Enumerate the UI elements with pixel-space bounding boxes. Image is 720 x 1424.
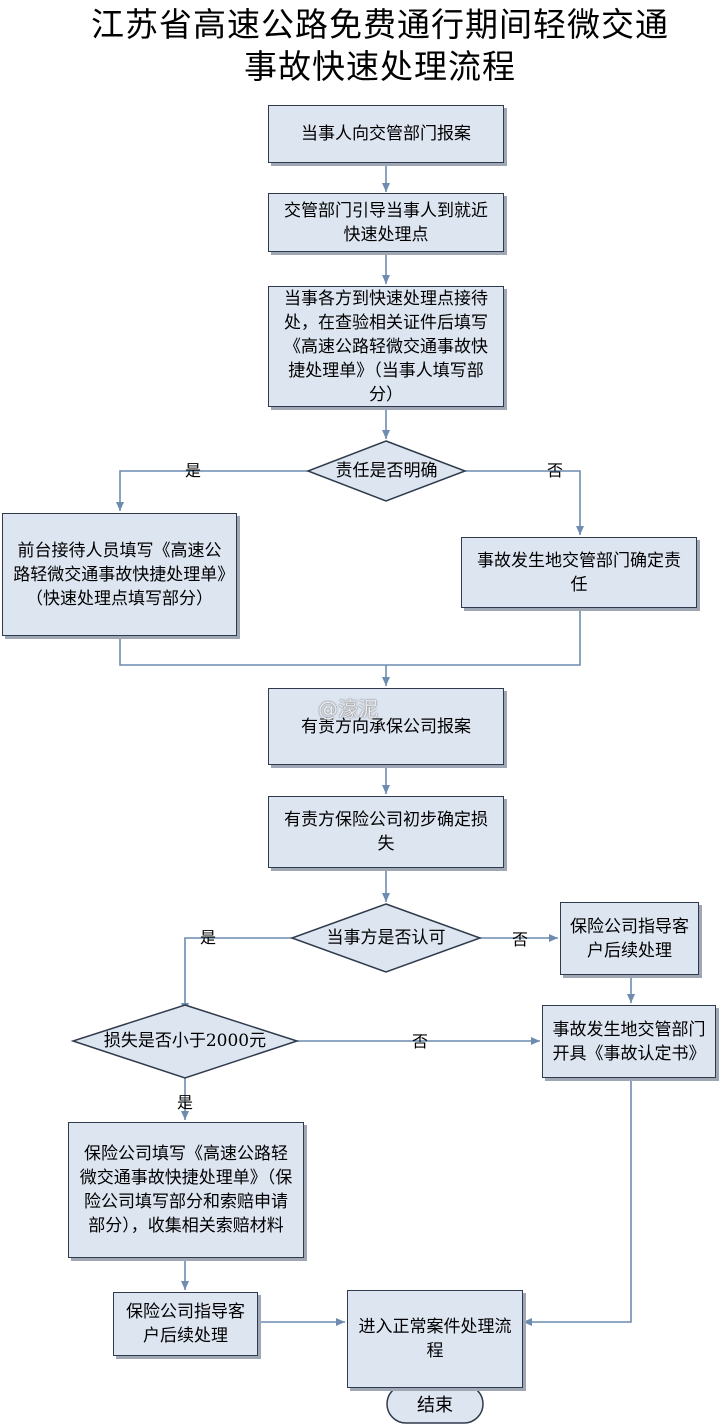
decision-diamond-loss [70,1004,300,1079]
step-insurer-fill: 保险公司填写《高速公路轻微交通事故快捷处理单》（保险公司填写部分和索赔申请部分）… [68,1122,304,1258]
label-no-liability: 否 [547,461,564,480]
watermark: @濠泥 [318,697,378,721]
step-front-desk: 前台接待人员填写《高速公路轻微交通事故快捷处理单》（快速处理点填写部分） [2,513,237,636]
label-no-loss: 否 [412,1032,429,1051]
diagram-title-line2: 事故快速处理流程 [244,47,516,86]
decision-liability-text: 责任是否明确 [335,461,438,481]
decision-diamond-liability [305,440,468,502]
step-insurer-report: 有责方向承保公司报案 [268,688,504,765]
label-yes-parties: 是 [200,928,217,947]
step-guide: 交管部门引导当事人到就近快速处理点 [268,193,504,252]
label-yes-liability: 是 [185,461,202,480]
connector-decision1-no [465,470,584,535]
diagram-title-line1: 江苏省高速公路免费通行期间轻微交通 [91,5,669,44]
decision-diamond-parties [289,903,483,973]
connector-cert-to-normal [523,1078,632,1326]
step-reception: 当事各方到快速处理点接待处，在查验相关证件后填写《高速公路轻微交通事故快捷处理单… [268,286,504,407]
decision-parties-text: 当事方是否认可 [326,928,446,948]
label-no-parties: 否 [512,930,529,949]
step-report: 当事人向交管部门报案 [268,105,504,163]
decision-loss-text: 损失是否小于2000元 [103,1031,267,1051]
step-normal-case: 进入正常案件处理流程 [347,1290,523,1388]
step-insurer-guide-left: 保险公司指导客户后续处理 [113,1292,258,1356]
connector-frontdesk-merge [119,636,386,666]
connector-localpolice-merge [386,608,581,666]
end-terminal: 结束 [417,1395,453,1416]
label-yes-loss: 是 [177,1093,194,1112]
step-insurer-guide-right: 保险公司指导客户后续处理 [560,902,699,975]
step-local-police: 事故发生地交管部门确定责任 [461,537,697,608]
step-accident-certificate: 事故发生地交管部门开具《事故认定书》 [542,1005,716,1078]
connector-decision1-yes [116,470,310,511]
connector-decision2-yes [181,937,292,1012]
step-insurer-assess: 有责方保险公司初步确定损失 [268,796,504,868]
